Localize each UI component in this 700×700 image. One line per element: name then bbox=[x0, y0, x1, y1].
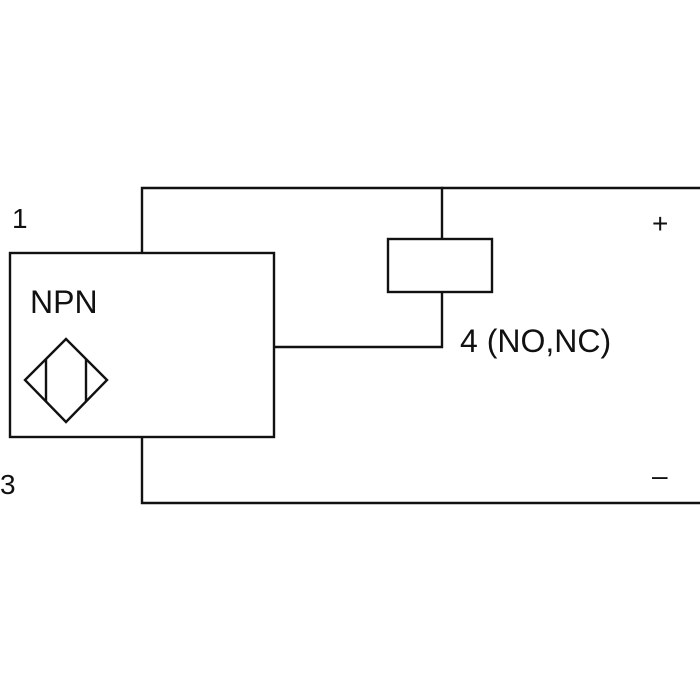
negative-terminal-label: – bbox=[652, 460, 668, 491]
negative-rail-wire bbox=[140, 436, 700, 505]
inductive-sensor-icon bbox=[23, 337, 109, 424]
positive-rail-wire bbox=[140, 186, 700, 254]
load-box bbox=[386, 237, 494, 294]
positive-terminal-label: + bbox=[652, 208, 668, 239]
sensor-body bbox=[8, 251, 276, 439]
pin-3-label: 3 bbox=[0, 469, 16, 500]
output-pin-label: 4 (NO,NC) bbox=[460, 323, 611, 359]
sensor-type-label: NPN bbox=[30, 284, 98, 320]
output-wire bbox=[272, 290, 444, 349]
pin-1-label: 1 bbox=[12, 203, 28, 234]
